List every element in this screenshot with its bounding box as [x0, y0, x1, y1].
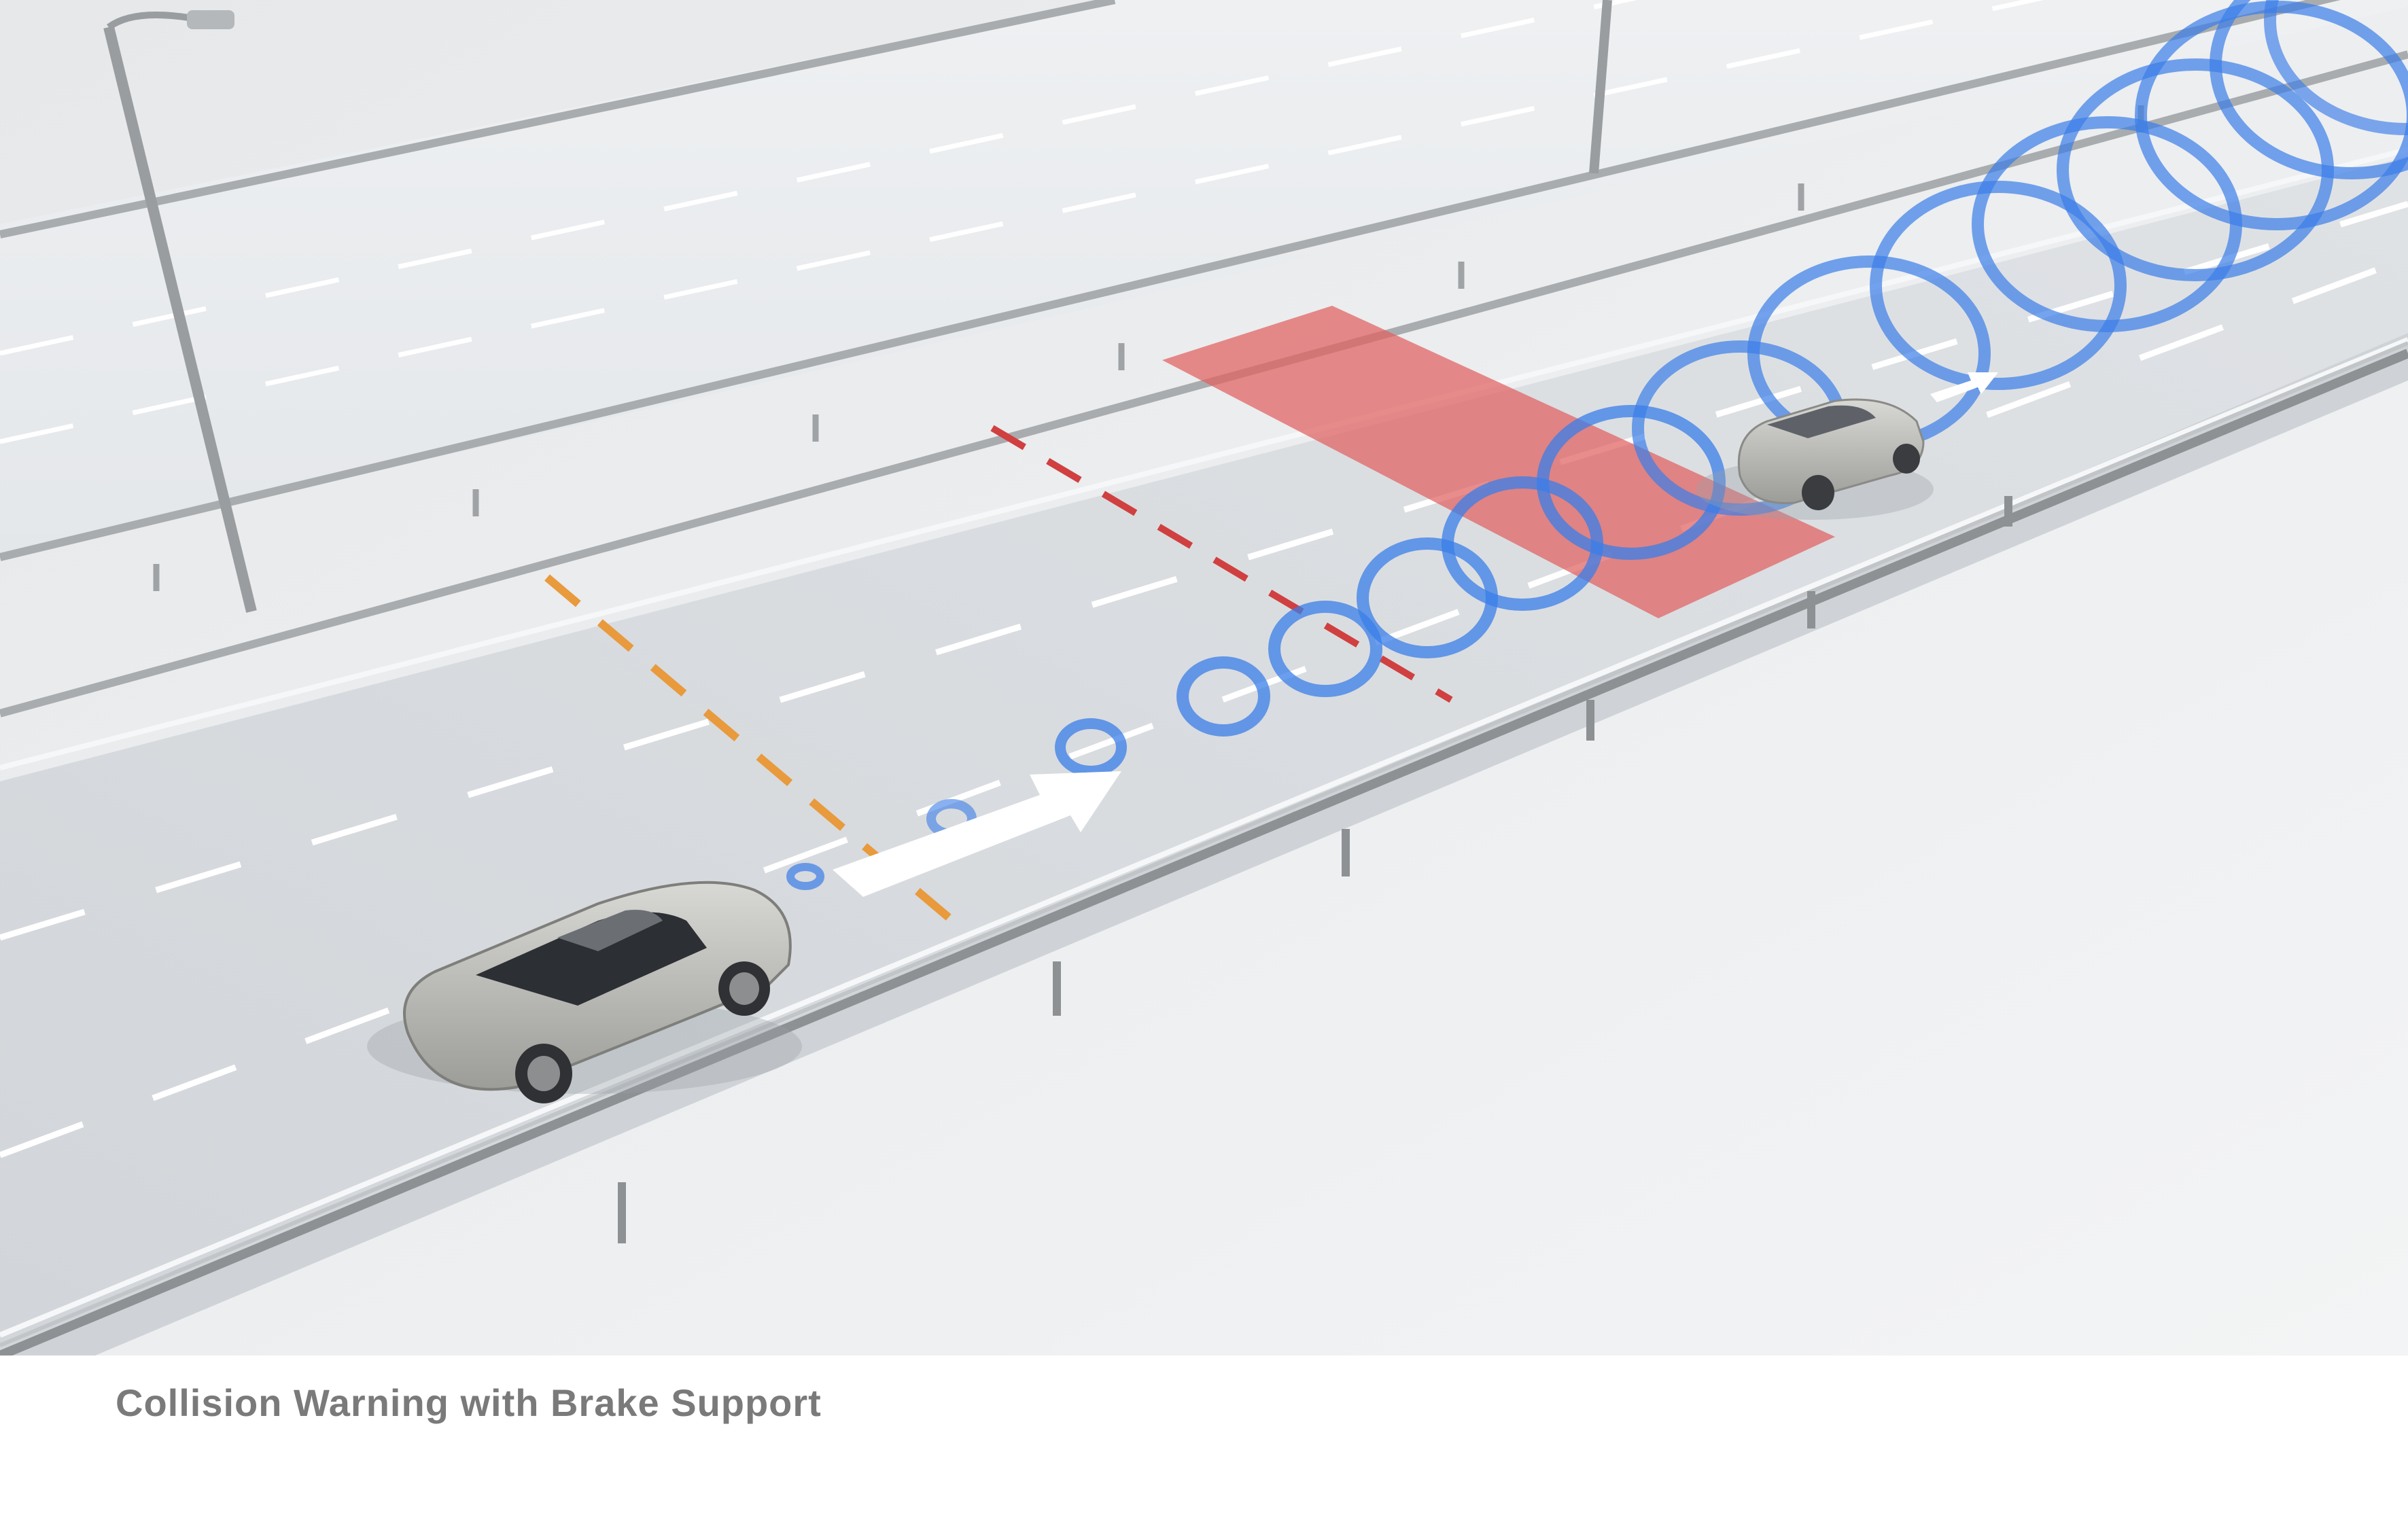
caption-title: Collision Warning with Brake Support	[116, 1381, 822, 1424]
sedan-car-icon	[367, 881, 802, 1103]
illustration-scene	[0, 0, 2408, 1355]
warning-threshold-line	[990, 425, 1453, 703]
near-guardrail-posts	[618, 496, 2012, 1243]
hatchback-car-icon	[1696, 398, 1934, 520]
street-lamp-icon	[1589, 0, 1612, 174]
street-lamp-icon	[103, 10, 257, 613]
lead-car-arrow-icon	[1930, 372, 1998, 402]
far-lane-markings	[0, 0, 2044, 444]
far-roadway	[0, 0, 2408, 557]
far-guardrail-posts	[153, 105, 2144, 591]
forward-arrow-icon	[833, 771, 1121, 897]
radar-wave-icon	[786, 0, 2408, 890]
lane-dashes	[0, 200, 2408, 1158]
caution-threshold-line	[544, 574, 971, 938]
warning-zone	[1162, 306, 1835, 618]
